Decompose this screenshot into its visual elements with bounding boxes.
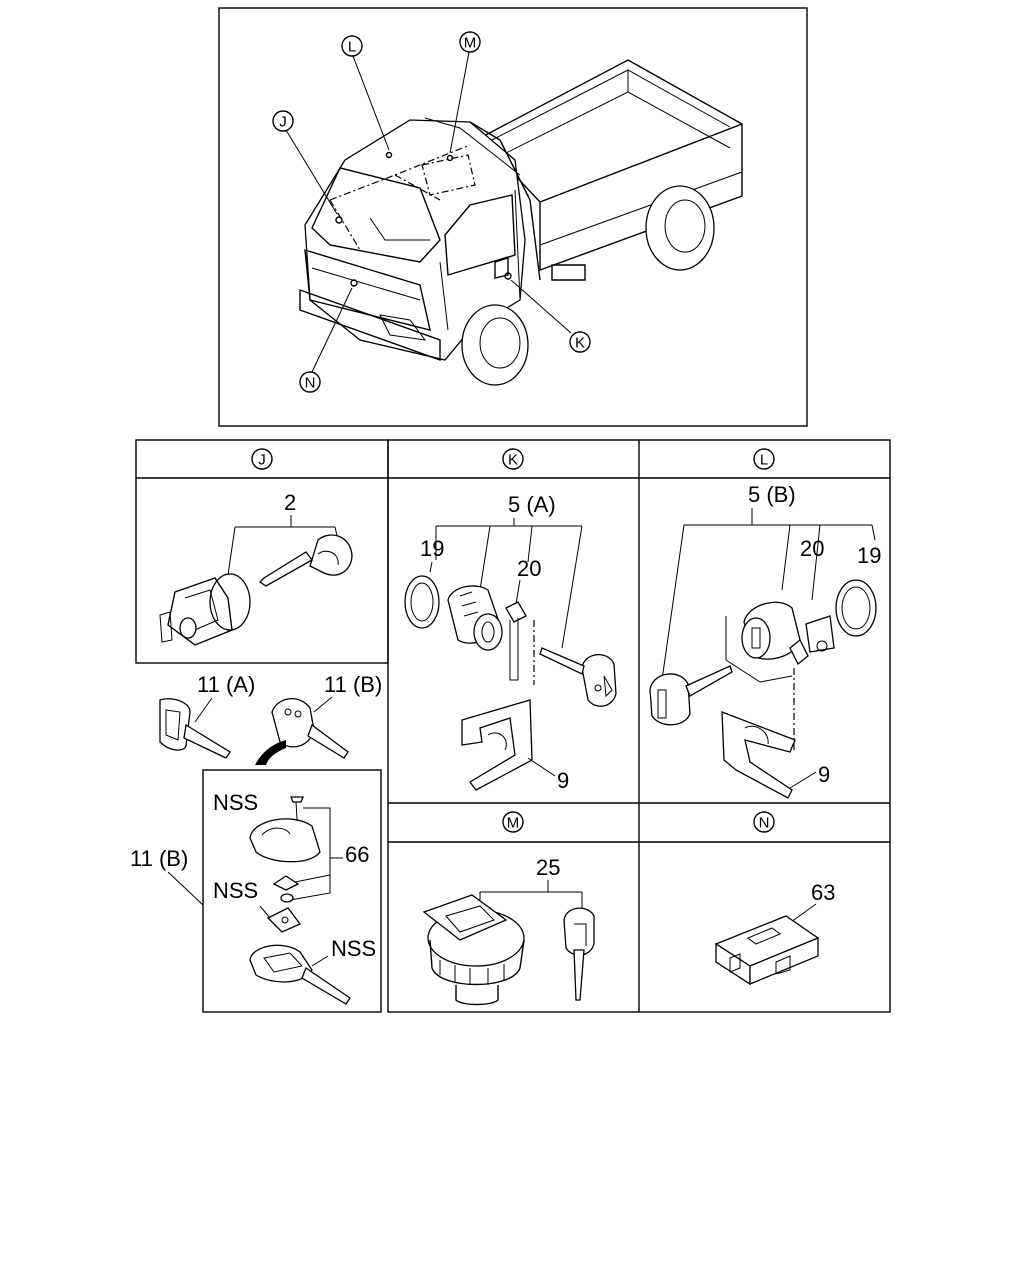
svg-text:63: 63: [811, 880, 835, 905]
svg-text:19: 19: [420, 536, 444, 561]
callout-l: L: [341, 35, 363, 57]
svg-text:M: M: [507, 815, 520, 832]
key-11a: 11 (A): [159, 672, 255, 759]
svg-text:11 (B): 11 (B): [130, 846, 188, 871]
svg-text:NSS: NSS: [331, 936, 376, 961]
svg-text:L: L: [348, 39, 356, 56]
callout-j: J: [272, 110, 294, 132]
section-j-lock-cylinder: 2: [159, 490, 353, 646]
callout-n: N: [299, 371, 321, 393]
truck-cab: [299, 117, 541, 361]
section-n-control-unit: 63: [714, 880, 835, 986]
svg-text:25: 25: [536, 855, 560, 880]
location-j-dot: [335, 216, 343, 224]
key-11b-detail: 11 (B) NSS NSS NSS 66: [130, 790, 376, 1005]
truck-front-wheel: [461, 304, 529, 386]
header-l: L: [753, 448, 775, 470]
svg-text:2: 2: [284, 490, 296, 515]
svg-text:9: 9: [557, 768, 569, 793]
overview-panel: L M J K N: [218, 7, 808, 427]
svg-text:11 (A): 11 (A): [197, 672, 255, 697]
truck-rear-wheel: [645, 185, 715, 271]
section-k-door-lock: 5 (A) 19 20 9: [404, 492, 617, 793]
location-m-dot: [446, 154, 454, 162]
svg-text:NSS: NSS: [213, 878, 258, 903]
detail-grid: [135, 439, 891, 1013]
header-m: M: [502, 811, 524, 833]
svg-text:M: M: [464, 35, 477, 52]
svg-text:5 (B): 5 (B): [748, 482, 796, 507]
svg-text:11 (B): 11 (B): [324, 672, 382, 697]
header-k: K: [502, 448, 524, 470]
svg-text:K: K: [508, 452, 518, 469]
section-l-door-lock: 5 (B) 20 19 9: [649, 482, 881, 799]
svg-text:9: 9: [818, 762, 830, 787]
svg-text:J: J: [258, 452, 266, 469]
svg-text:66: 66: [345, 842, 369, 867]
svg-text:N: N: [759, 815, 770, 832]
header-n: N: [753, 811, 775, 833]
svg-text:5 (A): 5 (A): [508, 492, 556, 517]
location-k-dot: [504, 272, 512, 280]
header-j: J: [251, 448, 273, 470]
svg-text:NSS: NSS: [213, 790, 258, 815]
section-m-fuel-cap: 25: [422, 855, 595, 1006]
key-11b: 11 (B): [271, 672, 382, 759]
callout-m: M: [459, 31, 481, 53]
svg-text:20: 20: [800, 536, 824, 561]
callout-k: K: [569, 331, 591, 353]
svg-text:19: 19: [857, 543, 881, 568]
location-n-dot: [350, 279, 358, 287]
svg-text:N: N: [305, 375, 316, 392]
location-l-dot: [385, 151, 393, 159]
truck-cargo-bed: [478, 59, 743, 281]
svg-text:K: K: [575, 335, 585, 352]
svg-text:20: 20: [517, 556, 541, 581]
svg-text:J: J: [279, 114, 287, 131]
detail-arrow-icon: [255, 740, 286, 765]
svg-text:L: L: [760, 452, 768, 469]
